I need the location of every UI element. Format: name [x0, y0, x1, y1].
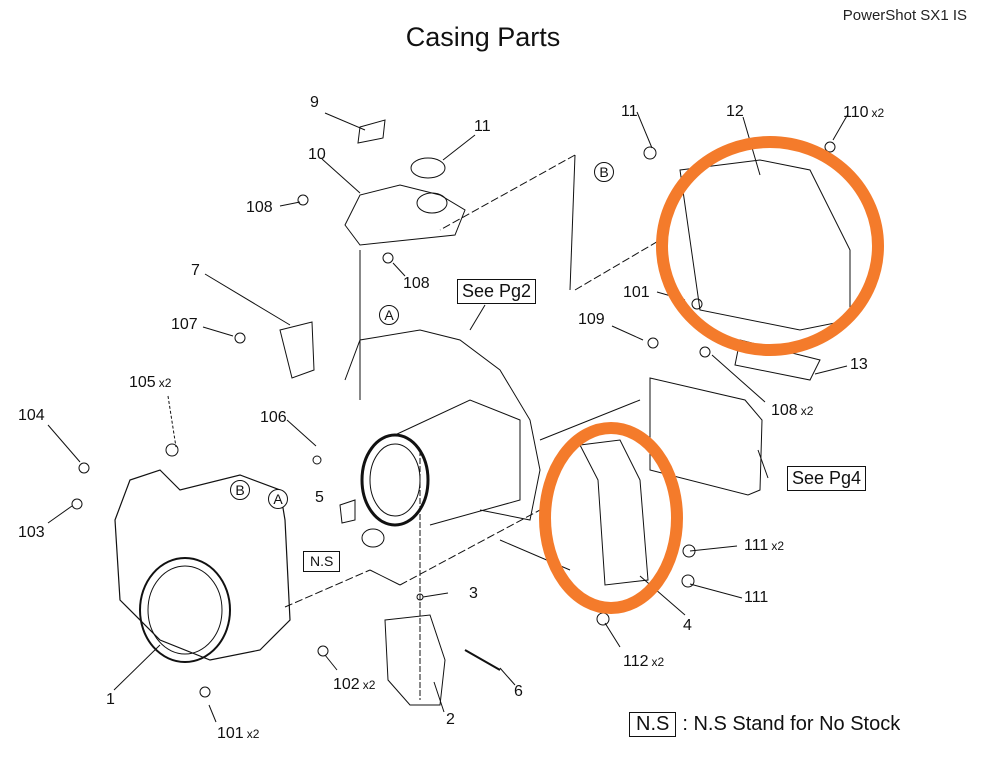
mode-dial: [416, 192, 448, 214]
bottom-plate-2: [384, 614, 446, 706]
leader-13: [814, 365, 848, 375]
button-8: [357, 119, 386, 144]
callout-12: 12: [726, 103, 744, 120]
leader-108b: [392, 262, 406, 277]
callout-6: 6: [514, 683, 523, 700]
leader-7: [204, 273, 291, 326]
front-cover-ring-inner: [147, 565, 223, 655]
body-frame: [344, 329, 541, 521]
lens-ring-inner: [369, 443, 421, 517]
lens-barrel: [394, 399, 521, 526]
guide-top: [439, 154, 576, 231]
rear-cover: [679, 159, 851, 331]
callout-10: 11: [474, 118, 491, 135]
marker-a-top: A: [379, 305, 399, 325]
marker-b-front: B: [230, 480, 250, 500]
top-cover: [344, 184, 466, 246]
ns-tag: N.S: [303, 551, 341, 572]
leader-4: [639, 575, 686, 616]
leader-11: [636, 111, 653, 149]
leader-102: [324, 654, 338, 671]
callout-111b: 111: [744, 589, 769, 606]
callout-2: 2: [446, 711, 455, 728]
leader-110: [832, 113, 849, 141]
callout-4: 4: [683, 617, 692, 634]
callout-5: 5: [315, 489, 324, 506]
leader-101b: [208, 704, 217, 723]
leader-112: [604, 622, 621, 648]
leader-8: [324, 112, 366, 131]
screws: [71, 141, 836, 698]
callout-3: 3: [469, 585, 478, 602]
pin-6: [464, 649, 501, 671]
leader-10: [442, 134, 476, 161]
front-cover-ring: [139, 557, 231, 663]
leader-see-pg2: [469, 304, 486, 331]
callout-106: 106: [260, 409, 287, 426]
part-7: [279, 321, 315, 379]
marker-a-front: A: [268, 489, 288, 509]
guide-side: [539, 399, 641, 441]
page-title: Casing Parts: [405, 22, 561, 52]
leader-109: [611, 325, 644, 341]
legend-text: : N.S Stand for No Stock: [682, 713, 901, 735]
leader-104: [47, 424, 81, 463]
model-name: PowerShot SX1 IS: [842, 7, 967, 24]
see-pg2-box: See Pg2: [457, 279, 537, 304]
guide-front2: [369, 569, 401, 586]
leader-108a: [279, 201, 301, 207]
dial-plate: [410, 157, 446, 179]
callout-7: 7: [191, 262, 200, 279]
highlight-rear-cover: [656, 136, 884, 356]
see-pg4-box: See Pg4: [787, 466, 867, 491]
callout-101a: 101: [623, 284, 650, 301]
legend-ns-tag: N.S: [629, 712, 677, 737]
grip-4: [579, 439, 649, 586]
callout-108b: 108: [403, 275, 430, 292]
lcd-shape: [649, 377, 763, 496]
guide-front3: [399, 509, 541, 586]
guide-box-right: [569, 154, 576, 291]
leader-103: [47, 505, 73, 524]
lens-ring: [360, 433, 430, 527]
guide-front: [284, 569, 371, 608]
callout-8: 9: [310, 94, 319, 111]
leader-111a: [689, 545, 738, 552]
leader-105: [167, 395, 177, 448]
callout-1: 1: [106, 691, 115, 708]
leader-2: [433, 681, 445, 713]
guide-b: [574, 239, 661, 291]
leader-106: [286, 419, 317, 447]
leader-1: [113, 644, 161, 691]
leader-9: [321, 158, 361, 194]
leader-6: [499, 667, 516, 686]
leader-108c: [711, 354, 766, 403]
leader-3: [422, 592, 449, 598]
leader-see-pg4: [757, 449, 769, 479]
callout-11: 11: [621, 103, 638, 120]
front-cover-shape: [114, 469, 291, 661]
callout-13: 13: [850, 356, 868, 373]
callout-104: 104: [18, 407, 45, 424]
leader-111b: [689, 583, 743, 599]
callout-108a: 108: [246, 199, 273, 216]
callout-103: 103: [18, 524, 45, 541]
callout-109: 109: [578, 311, 605, 328]
callout-107: 107: [171, 316, 198, 333]
callout-9: 10: [308, 146, 326, 163]
leader-107: [202, 326, 234, 337]
legend: N.S : N.S Stand for No Stock: [629, 712, 900, 737]
highlight-grip: [539, 422, 683, 614]
marker-b-rear: B: [594, 162, 614, 182]
